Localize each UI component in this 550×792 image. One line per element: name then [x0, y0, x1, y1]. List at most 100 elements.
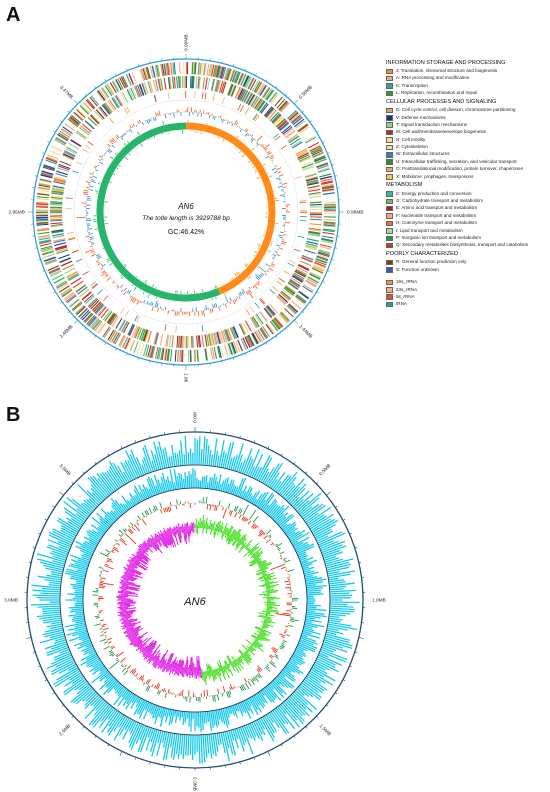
gc-bar: [266, 150, 270, 154]
depth-bar: [46, 644, 69, 654]
gc-bar: [94, 165, 98, 167]
depth-bar: [183, 454, 186, 466]
depth-bar: [306, 593, 324, 596]
cog-bar: [179, 62, 181, 75]
skew-bar: [222, 522, 228, 534]
depth-bar: [130, 723, 143, 751]
gc-bar: [256, 142, 259, 145]
cog-bar: [160, 347, 164, 360]
depth-bar: [86, 530, 101, 541]
scale-label: 1.5MB: [318, 723, 332, 737]
cog-bar: [133, 341, 139, 353]
gc-bar: [257, 673, 263, 678]
depth-bar: [292, 653, 304, 661]
skew-bar: [179, 670, 182, 674]
depth-bar: [329, 592, 350, 595]
gc-bar: [256, 282, 260, 286]
depth-bar: [204, 734, 208, 758]
cog-bar: [117, 78, 124, 90]
cog-bar: [244, 75, 251, 88]
depth-bar: [318, 540, 335, 548]
scale-label: 3.0MB: [4, 597, 18, 603]
skew-bar: [124, 571, 129, 574]
depth-bar: [264, 498, 277, 514]
cog-bar: [213, 332, 218, 345]
depth-bar: [133, 495, 139, 504]
skew-bar: [164, 534, 171, 546]
cog-bar: [256, 100, 265, 111]
skew-bar: [173, 531, 179, 545]
cog-bar: [102, 103, 111, 114]
cog-bar: [234, 71, 240, 83]
skew-bar: [165, 533, 173, 547]
depth-bar: [327, 570, 341, 575]
rna-mark: [92, 283, 98, 289]
skew-bar: [256, 559, 261, 564]
depth-bar: [42, 609, 61, 613]
gc-content-track-b: [92, 496, 299, 703]
rna-mark: [71, 249, 79, 253]
cog-bar: [306, 238, 319, 242]
depth-bar: [145, 728, 154, 751]
cog-bar: [277, 120, 288, 130]
depth-bar: [105, 673, 112, 680]
depth-bar: [325, 558, 354, 567]
gc-bar: [131, 668, 137, 674]
depth-bar: [247, 723, 256, 741]
depth-bar: [116, 465, 129, 484]
gc-bar: [244, 132, 248, 137]
cog-bar: [86, 315, 95, 325]
cog-bar: [113, 332, 121, 344]
skew-bar: [227, 526, 234, 537]
cog-bar: [234, 87, 241, 99]
gc-bar: [249, 509, 257, 520]
skew-bar: [166, 533, 172, 545]
cog-bar: [96, 90, 105, 101]
skew-bar: [213, 528, 215, 531]
depth-bar: [289, 487, 306, 505]
skew-bar: [254, 170, 258, 173]
depth-bar: [278, 514, 293, 527]
depth-bar: [261, 689, 273, 703]
rna-mark: [254, 115, 260, 122]
skew-bar: [234, 533, 241, 541]
cog-bar: [287, 110, 298, 120]
depth-bar: [278, 705, 287, 715]
cog-bar: [312, 265, 325, 272]
depth-bar: [151, 460, 156, 472]
depth-bar: [200, 448, 203, 466]
cog-bar: [111, 315, 119, 327]
cog-bar: [237, 72, 243, 85]
depth-track-outer: [30, 435, 360, 764]
legend-item: I: Lipid transport and metabolism: [386, 227, 548, 234]
scale-tick: [74, 319, 79, 324]
gc-bar: [91, 243, 95, 246]
depth-bar: [293, 691, 309, 706]
gc-bar: [236, 296, 238, 298]
depth-bar: [328, 617, 343, 621]
gc-bar: [275, 613, 291, 617]
skew-negative-arc: [96, 122, 221, 302]
depth-bar: [279, 672, 286, 678]
gc-bar: [287, 577, 290, 579]
gc-bar: [155, 112, 158, 117]
depth-bar: [316, 658, 336, 669]
gc-bar: [256, 526, 259, 529]
skew-bar: [231, 531, 238, 539]
depth-bar: [329, 588, 344, 591]
rna-mark: [212, 94, 215, 102]
skew-bar: [127, 560, 134, 565]
depth-bar: [81, 689, 96, 702]
depth-bar: [263, 715, 275, 734]
cog-bar: [124, 337, 131, 350]
cog-bar: [176, 76, 178, 89]
gc-bar: [265, 155, 270, 159]
skew-bar: [255, 571, 262, 575]
rna-mark: [299, 202, 307, 204]
cog-bar: [292, 141, 303, 149]
cog-bar: [267, 323, 276, 334]
cog-bar: [161, 348, 165, 361]
cog-bar: [242, 337, 248, 350]
skew-bar: [135, 559, 149, 569]
gc-bar: [130, 668, 134, 673]
